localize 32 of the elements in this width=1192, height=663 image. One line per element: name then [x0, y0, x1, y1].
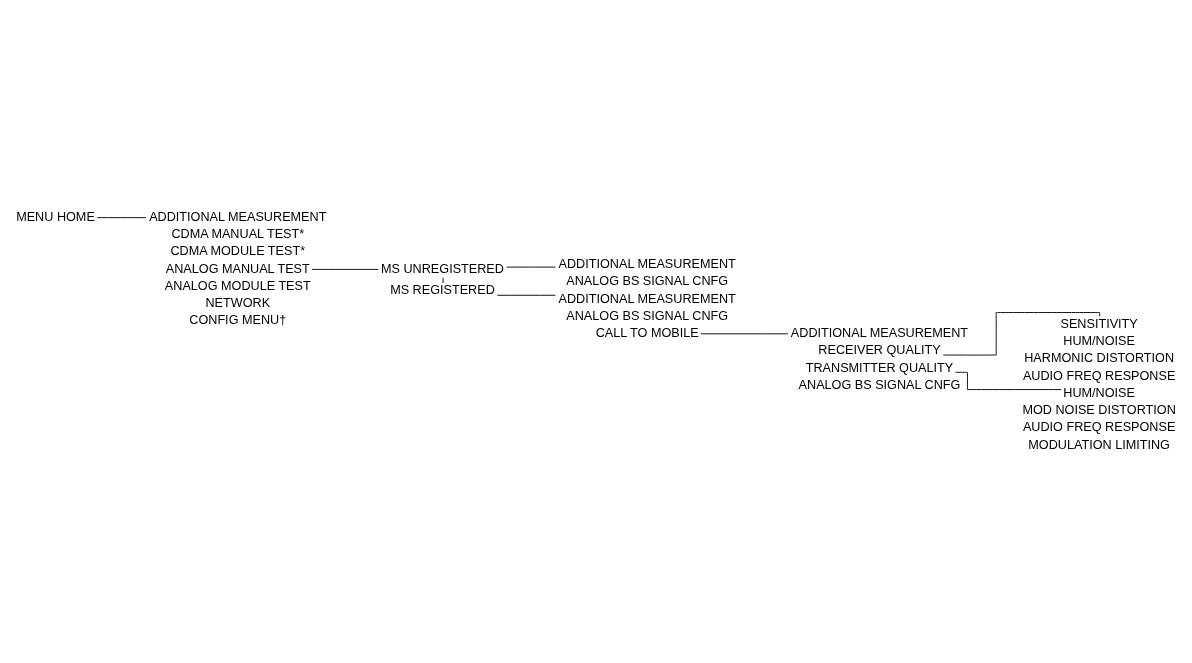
node-text: ANALOG MANUAL TEST [165, 261, 310, 276]
node-text: RECEIVER QUALITY [818, 343, 941, 358]
node-text: HUM/NOISE [1063, 334, 1135, 349]
node-text: NETWORK [205, 296, 271, 311]
node-text: ADDITIONAL MEASUREMENT [558, 291, 736, 306]
node-text: MENU HOME [16, 209, 95, 224]
node-text: MS UNREGISTERED [381, 261, 504, 276]
node-text: CDMA MODULE TEST* [170, 244, 306, 259]
node-text: TRANSMITTER QUALITY [805, 360, 954, 375]
connector [942, 312, 1101, 356]
connector [96, 217, 147, 219]
connector [496, 294, 556, 296]
node-text: ANALOG MODULE TEST [164, 278, 311, 293]
node-text: AUDIO FREQ RESPONSE [1022, 420, 1176, 435]
node-text: ADDITIONAL MEASUREMENT [790, 326, 969, 341]
node-text: ANALOG BS SIGNAL CNFG [566, 308, 729, 323]
connector [311, 268, 379, 270]
node-text: HARMONIC DISTORTION [1024, 351, 1175, 366]
node-text: CONFIG MENU† [189, 313, 287, 328]
node-text: ANALOG BS SIGNAL CNFG [566, 274, 729, 289]
node-text: ANALOG BS SIGNAL CNFG [798, 377, 961, 392]
connector [955, 371, 1062, 391]
node-text: SENSITIVITY [1060, 316, 1138, 331]
node-text: ADDITIONAL MEASUREMENT [558, 257, 736, 272]
node-text: CALL TO MOBILE [595, 326, 699, 341]
node-text: MS REGISTERED [390, 283, 495, 298]
node-text: MODULATION LIMITING [1028, 437, 1170, 452]
node-text: ADDITIONAL MEASUREMENT [149, 209, 327, 224]
node-text: CDMA MANUAL TEST* [171, 227, 305, 242]
node-text: AUDIO FREQ RESPONSE [1022, 368, 1176, 383]
node-text: HUM/NOISE [1063, 385, 1135, 400]
node-text: MOD NOISE DISTORTION [1022, 403, 1176, 418]
